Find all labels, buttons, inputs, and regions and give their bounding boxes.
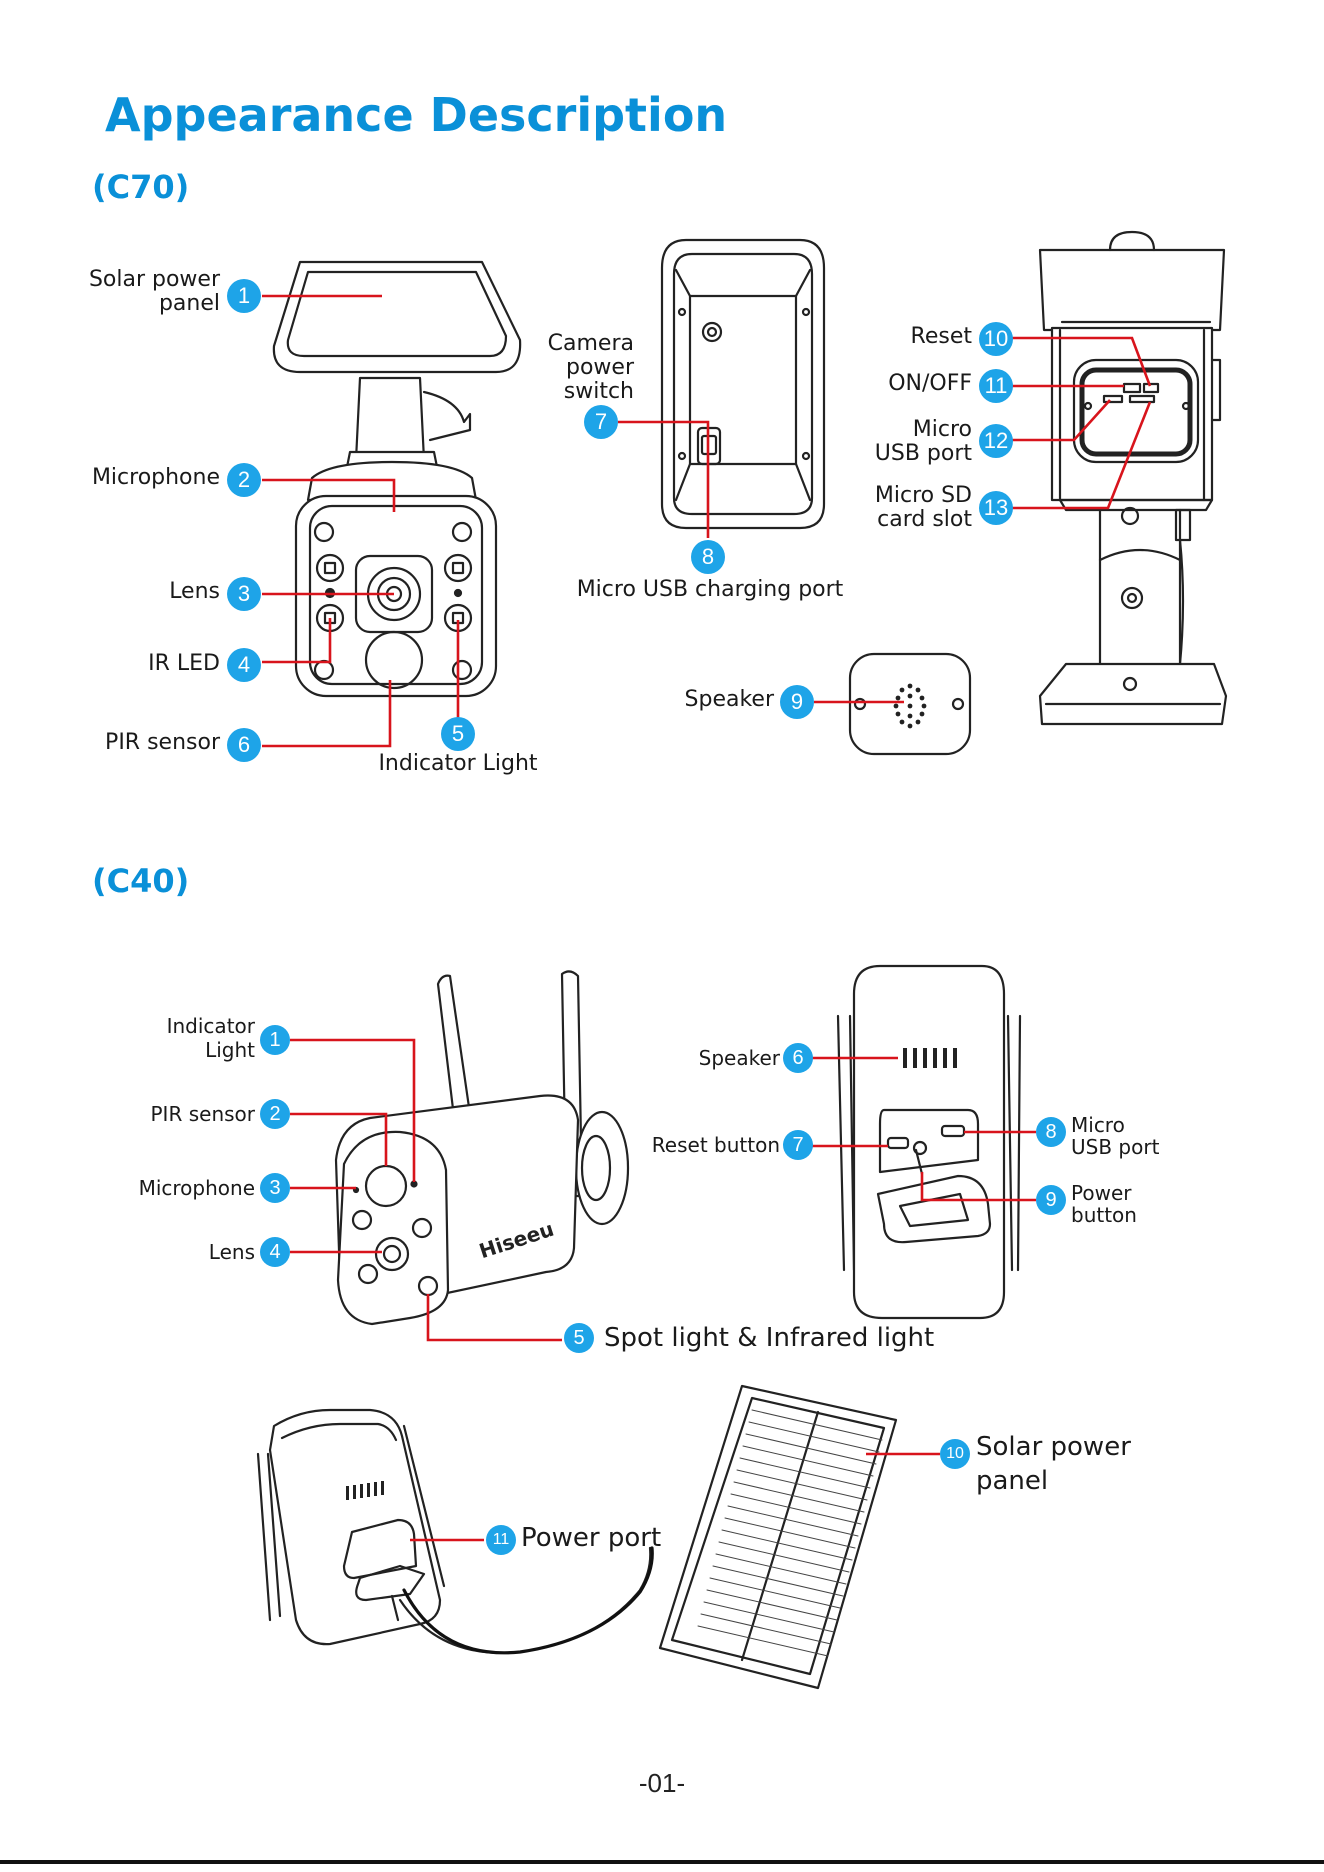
c70-reset-label: Reset — [910, 324, 972, 349]
c70-badge-10: 10 — [979, 322, 1013, 356]
c40-back-speaker-slots — [903, 1048, 957, 1068]
c40-indicator-line2: Light — [205, 1038, 255, 1062]
c40-microphone-label: Microphone — [138, 1176, 255, 1200]
c40-badge-8: 8 — [1036, 1117, 1066, 1147]
footer-rule — [0, 1860, 1324, 1864]
c70-cps-line1: Camera — [547, 331, 634, 356]
c70-micro-usb-line1: Micro — [912, 417, 972, 442]
c40-reset-button-label: Reset button — [651, 1133, 780, 1157]
c70-micro-usb-charging-label: Micro USB charging port — [576, 577, 844, 602]
c70-badge-5: 5 — [441, 717, 475, 751]
c70-solar-panel-label: Solar power panel — [60, 268, 220, 316]
c40-power-button-line2: button — [1071, 1203, 1137, 1227]
c70-camera-power-switch-label: Camera power switch — [520, 332, 634, 404]
c70-cps-line3: switch — [563, 379, 634, 404]
c70-speaker-label: Speaker — [684, 687, 774, 712]
c40-speaker-label: Speaker — [698, 1046, 780, 1070]
c40-back-drawing — [836, 964, 1022, 1320]
c40-micro-usb-line2: USB port — [1071, 1135, 1160, 1159]
c40-section-title: (C40) — [92, 862, 190, 900]
c70-ir-led-label: IR LED — [148, 651, 220, 676]
c70-microphone-label: Microphone — [91, 465, 220, 490]
c40-pir-sensor-label: PIR sensor — [150, 1102, 256, 1126]
c40-badge-10: 10 — [940, 1439, 970, 1469]
c70-rear-drawing — [1038, 230, 1228, 726]
c70-badge-13: 13 — [979, 491, 1013, 525]
c70-micro-sd-line2: card slot — [877, 507, 972, 532]
c70-solar-panel-line2: panel — [158, 291, 220, 316]
c70-badge-12: 12 — [979, 424, 1013, 458]
c70-section-title: (C70) — [92, 168, 190, 206]
c40-micro-usb-label: Micro USB port — [1071, 1114, 1159, 1158]
c70-badge-7: 7 — [584, 405, 618, 439]
c70-micro-usb-line2: USB port — [874, 441, 972, 466]
c70-indicator-light-label: Indicator Light — [378, 751, 538, 776]
c40-solar-panel-label: Solar power panel — [976, 1430, 1131, 1498]
c40-front-camera-drawing — [334, 970, 630, 1326]
c70-badge-2: 2 — [227, 463, 261, 497]
page-number: -01- — [638, 1768, 686, 1798]
c40-solar-panel-line2: panel — [976, 1466, 1049, 1496]
c40-badge-6: 6 — [783, 1043, 813, 1073]
c70-micro-usb-label: Micro USB port — [860, 418, 972, 466]
c70-badge-1: 1 — [227, 279, 261, 313]
c40-power-button-label: Power button — [1071, 1182, 1137, 1226]
c70-on-off-label: ON/OFF — [888, 371, 972, 396]
c70-pir-sensor-label: PIR sensor — [105, 730, 220, 755]
c40-indicator-light-label: Indicator Light — [100, 1014, 255, 1062]
c70-solar-panel-line1: Solar power — [88, 267, 220, 292]
c70-badge-9: 9 — [780, 685, 814, 719]
c40-solar-panel-drawing — [658, 1384, 898, 1690]
c70-badge-4: 4 — [227, 648, 261, 682]
c40-spot-light-label: Spot light & Infrared light — [604, 1323, 935, 1353]
c70-lens-label: Lens — [169, 579, 220, 604]
c40-badge-11: 11 — [486, 1525, 516, 1555]
c70-badge-3: 3 — [227, 577, 261, 611]
c40-micro-usb-line1: Micro — [1071, 1113, 1125, 1137]
leader-lines — [262, 294, 1152, 1542]
c40-lens-label: Lens — [208, 1240, 255, 1264]
c40-badge-4: 4 — [260, 1237, 290, 1267]
c70-cps-line2: power — [566, 355, 634, 380]
page-title: Appearance Description — [105, 88, 728, 142]
c70-front-camera-drawing — [272, 260, 522, 698]
c70-micro-sd-label: Micro SD card slot — [860, 484, 972, 532]
c40-badge-9: 9 — [1036, 1185, 1066, 1215]
c70-badge-11: 11 — [979, 369, 1013, 403]
c40-power-port-label: Power port — [521, 1523, 662, 1553]
c40-solar-panel-line1: Solar power — [976, 1432, 1131, 1462]
c40-badge-5: 5 — [564, 1323, 594, 1353]
c70-micro-sd-line1: Micro SD — [874, 483, 972, 508]
c70-badge-8: 8 — [691, 540, 725, 574]
c40-power-button-line1: Power — [1071, 1181, 1132, 1205]
c40-badge-7: 7 — [783, 1130, 813, 1160]
c70-badge-6: 6 — [227, 728, 261, 762]
c40-badge-1: 1 — [260, 1025, 290, 1055]
c70-back-drawing — [660, 238, 826, 530]
c40-badge-2: 2 — [260, 1099, 290, 1129]
c40-badge-3: 3 — [260, 1173, 290, 1203]
c40-indicator-line1: Indicator — [166, 1014, 255, 1038]
